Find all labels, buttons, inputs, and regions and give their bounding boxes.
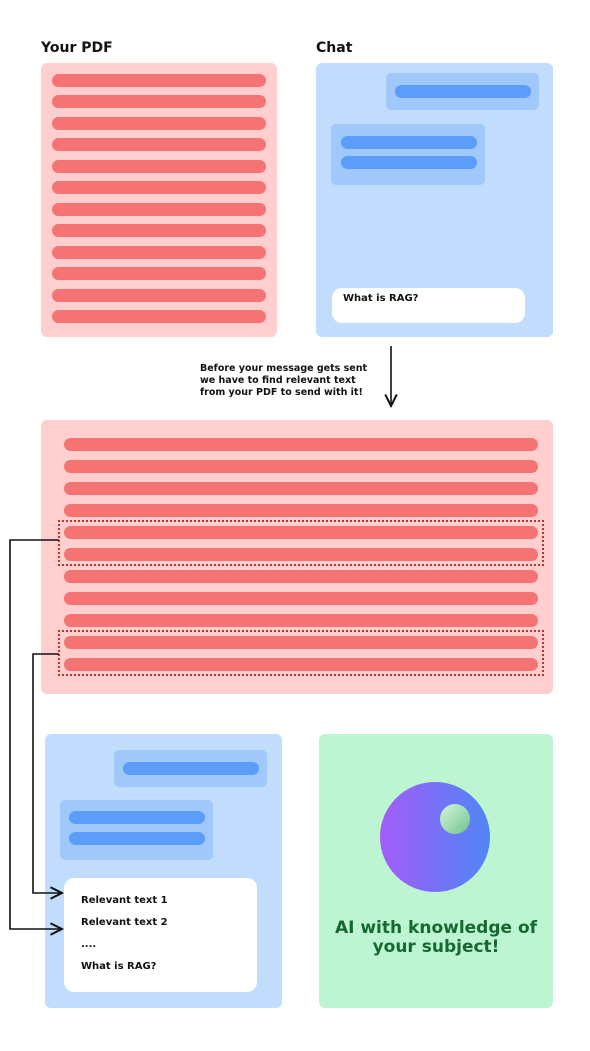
question-text: What is RAG? <box>81 961 157 972</box>
process-caption: Before your message gets sent we have to… <box>200 363 367 399</box>
relevant-text-2: Relevant text 2 <box>81 917 168 928</box>
pdf-text-line <box>52 203 266 216</box>
pdf-text-line <box>64 460 538 473</box>
caption-line: from your PDF to send with it! <box>200 387 363 398</box>
pdf-text-line <box>64 614 538 627</box>
caption-line: Before your message gets sent <box>200 363 368 374</box>
relevant-text-highlight-2 <box>58 630 544 676</box>
arrow-highlight-1 <box>9 539 62 929</box>
ai-tagline-line: AI with knowledge of <box>334 918 538 938</box>
pdf-text-line <box>52 117 266 130</box>
pdf-text-line <box>52 181 266 194</box>
chat-heading: Chat <box>316 40 353 56</box>
ellipsis-text: .... <box>81 939 97 950</box>
pdf-text-line <box>64 504 538 517</box>
caption-line: we have to find relevant text <box>200 375 356 386</box>
chat-bubble-ai <box>331 124 485 185</box>
pdf-text-line <box>52 74 266 87</box>
pdf-text-line <box>64 438 538 451</box>
pdf-document-expanded <box>41 420 553 694</box>
pdf-text-line <box>64 482 538 495</box>
pdf-text-line <box>64 636 538 649</box>
pdf-document <box>41 63 277 337</box>
chat-bubble-text-line <box>69 811 205 824</box>
ai-panel: AI with knowledge of your subject! <box>319 734 553 1008</box>
pdf-text-line <box>52 289 266 302</box>
pdf-text-line <box>52 160 266 173</box>
ai-tagline-line: your subject! <box>372 937 500 957</box>
pdf-text-line <box>64 570 538 583</box>
pdf-text-line <box>64 592 538 605</box>
augmented-message[interactable]: Relevant text 1 Relevant text 2 .... Wha… <box>64 878 257 992</box>
ai-orb-icon <box>380 782 490 892</box>
arrow-highlight-2 <box>32 653 62 893</box>
pdf-text-line <box>52 95 266 108</box>
chat-input[interactable]: What is RAG? <box>332 288 525 323</box>
chat-bubble-text-line <box>341 156 477 169</box>
chat-bubble-user <box>114 750 267 787</box>
chat-bubble-text-line <box>123 762 259 775</box>
relevant-text-highlight-1 <box>58 520 544 566</box>
chat-bubble-text-line <box>69 832 205 845</box>
chat-bubble-text-line <box>341 136 477 149</box>
chat-bubble-text-line <box>395 85 531 98</box>
chat-bubble-user <box>386 73 539 110</box>
pdf-text-line <box>52 224 266 237</box>
pdf-text-line <box>64 526 538 539</box>
chat-input-text: What is RAG? <box>343 293 419 304</box>
chat-bubble-ai <box>60 800 213 860</box>
pdf-text-line <box>52 138 266 151</box>
pdf-heading: Your PDF <box>41 40 113 56</box>
relevant-text-1: Relevant text 1 <box>81 895 168 906</box>
chat-window-augmented: Relevant text 1 Relevant text 2 .... Wha… <box>45 734 282 1008</box>
chat-window: What is RAG? <box>316 63 553 337</box>
pdf-text-line <box>64 548 538 561</box>
pdf-text-line <box>52 310 266 323</box>
pdf-text-line <box>64 658 538 671</box>
pdf-text-line <box>52 246 266 259</box>
pdf-text-line <box>52 267 266 280</box>
ai-tagline: AI with knowledge of your subject! <box>319 919 553 957</box>
